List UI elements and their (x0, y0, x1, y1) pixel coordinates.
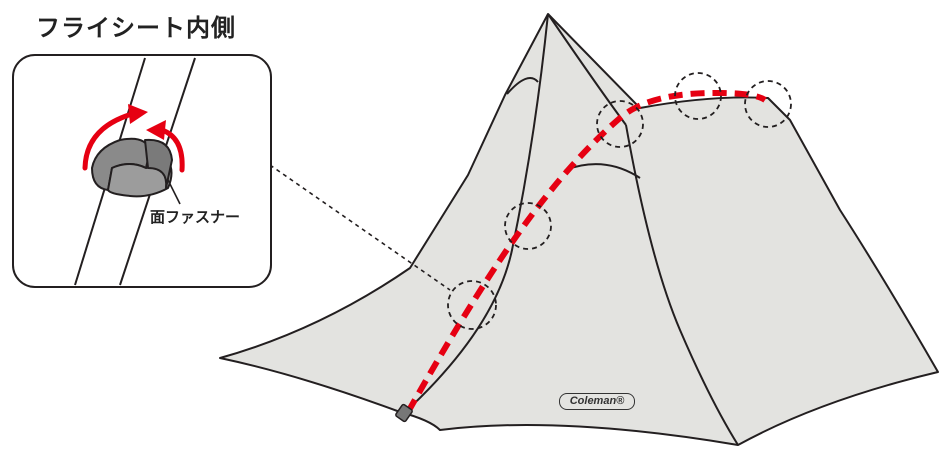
inset-title: フライシート内側 (36, 14, 236, 42)
tent-vent-curve-upper (506, 77, 539, 95)
tent-body (219, 13, 939, 446)
tent-seam-left (401, 13, 549, 416)
pole-foot (395, 403, 413, 423)
fastener-label: 面ファスナー (150, 208, 241, 226)
fastener-marker-5 (744, 80, 792, 128)
velcro-fastener-icon (91, 137, 173, 198)
fastener-marker-3 (596, 100, 644, 148)
rotation-arrow-right-icon (146, 120, 185, 173)
inset-leader-line (269, 164, 451, 291)
fastener-marker-4 (674, 72, 722, 120)
brand-logo: Coleman® (559, 393, 635, 410)
pole-path (405, 89, 767, 414)
fastener-marker-1 (447, 280, 497, 330)
rotation-arrow-left-icon (82, 104, 148, 171)
tent-seam-front (625, 124, 739, 446)
fastener-pointer-line (167, 179, 181, 205)
fastener-marker-2 (504, 202, 552, 250)
